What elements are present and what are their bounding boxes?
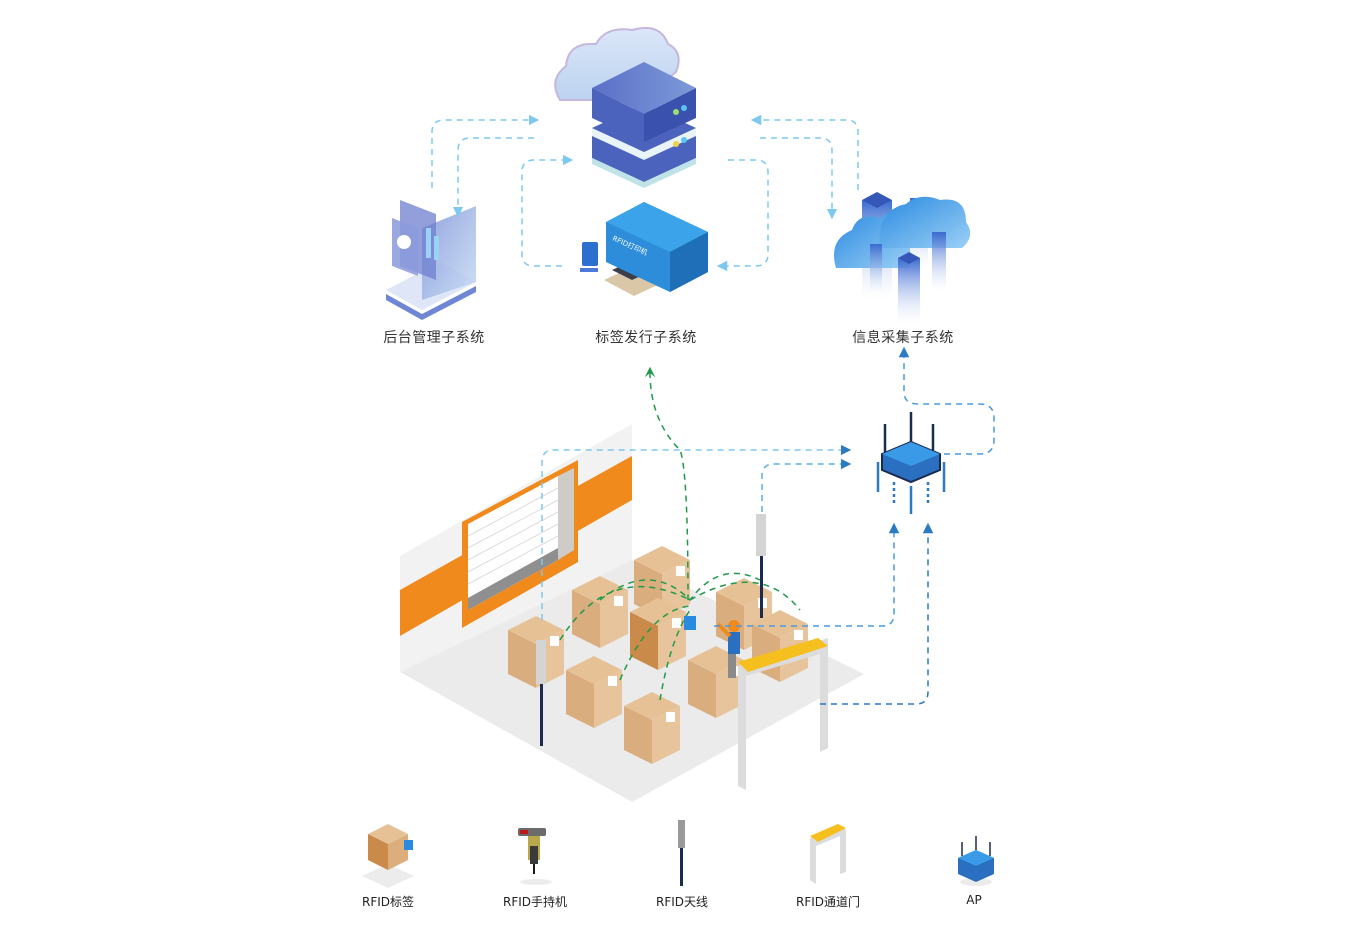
legend-rfid-antenna: RFID天线 — [655, 895, 709, 909]
rfid-handheld-icon — [518, 828, 552, 885]
legend-ap: AP — [966, 893, 982, 907]
cargo-box — [566, 656, 622, 728]
rfid-printer-icon: RFID打印机 — [580, 202, 708, 296]
flow-issuing-to-server — [521, 154, 574, 267]
laptop-dashboard-icon — [386, 200, 476, 320]
cargo-box — [688, 646, 744, 718]
rfid-gate — [738, 638, 828, 790]
cargo-box — [624, 692, 680, 764]
cloud-server-icon — [554, 26, 696, 188]
label-backend-subsystem: 后台管理子系统 — [383, 330, 485, 346]
label-collection-subsystem: 信息采集子系统 — [852, 330, 954, 346]
rfid-antenna-left — [536, 640, 546, 746]
ap-flows — [541, 346, 995, 705]
legend-rfid-tag: RFID标签 — [361, 895, 415, 909]
legend-rfid-gate: RFID通道门 — [795, 895, 861, 909]
flow-server-to-issuing — [716, 159, 769, 272]
cargo-box — [572, 576, 628, 648]
cargo-box — [630, 598, 686, 670]
cargo-boxes — [508, 546, 808, 764]
legend-rfid-handheld: RFID手持机 — [502, 895, 568, 909]
rfid-antenna-right — [756, 514, 766, 618]
rf-signal-paths — [559, 366, 801, 701]
label-issuing-subsystem: 标签发行子系统 — [595, 330, 697, 346]
flow-collection-to-server — [750, 114, 859, 190]
cloud-data-icon — [834, 192, 971, 324]
flow-backend-to-server — [431, 114, 540, 188]
ap-legend-icon — [958, 836, 994, 886]
rfid-tag-on-box — [684, 616, 696, 630]
rfid-antenna-icon — [678, 820, 685, 886]
rfid-gate-icon — [810, 824, 846, 884]
rfid-tag-box-icon — [362, 824, 414, 888]
top-flows — [431, 114, 859, 272]
flow-server-to-collection — [760, 137, 838, 220]
wireless-ap-icon — [876, 412, 946, 514]
